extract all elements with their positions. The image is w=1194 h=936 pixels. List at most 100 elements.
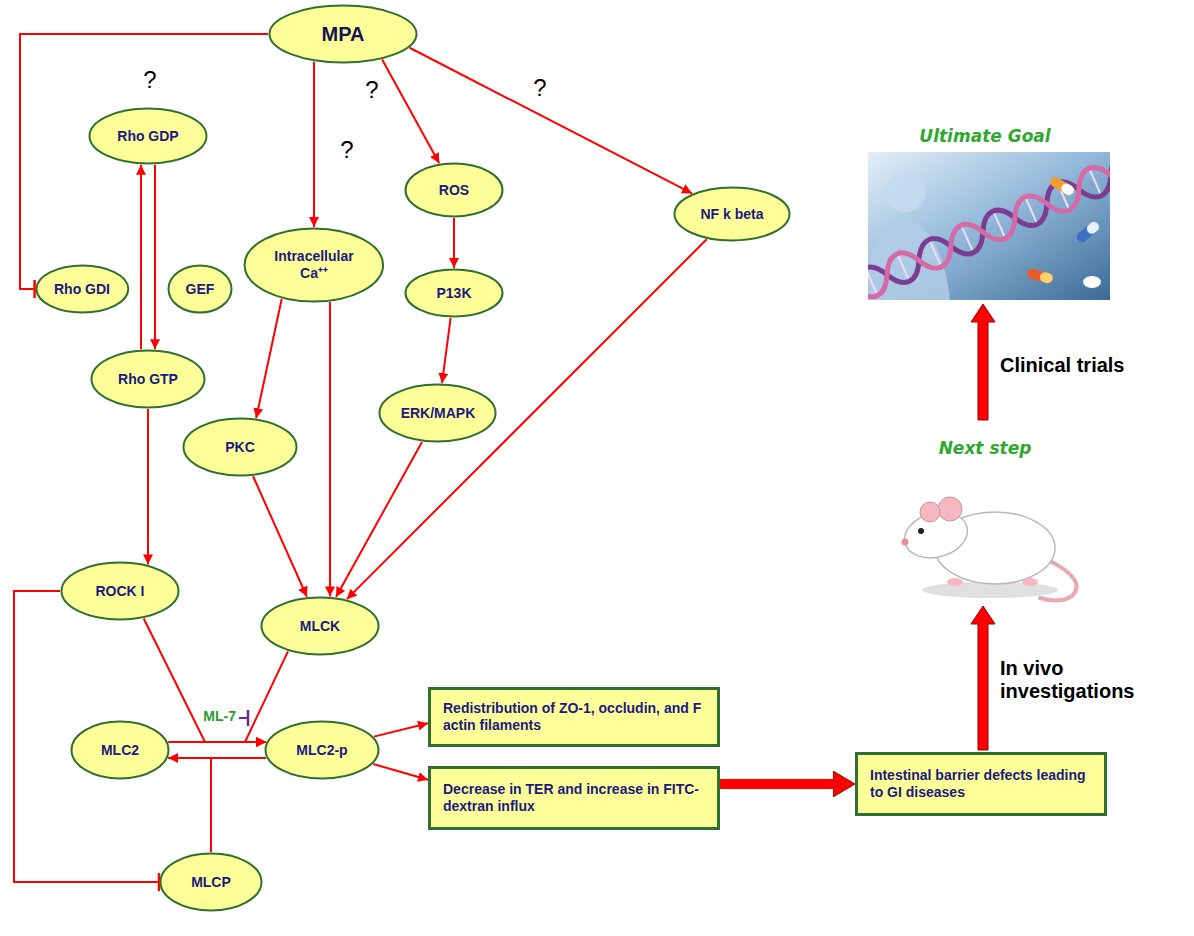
activation-arrow: [373, 764, 428, 780]
question-mark: ?: [365, 76, 378, 104]
activation-arrow: [154, 165, 156, 349]
stage-heading: Next step: [939, 438, 1032, 458]
pathway-ellipse: NF k beta: [673, 186, 791, 242]
node-text-holder: ERK/MAPK: [401, 405, 476, 422]
node-label: ROS: [439, 182, 469, 199]
person-body: [868, 220, 950, 300]
activation-arrow: [313, 62, 315, 227]
dna-picture: [868, 152, 1110, 300]
node-label: MLC2-p: [296, 742, 347, 759]
stage-heading: Ultimate Goal: [919, 126, 1050, 146]
ellipse-shape: [169, 266, 232, 313]
node-text-holder: MLC2: [101, 742, 139, 759]
activation-arrow: [256, 299, 282, 418]
node-text-holder: GEF: [186, 281, 215, 298]
ellipse-shape: [266, 722, 379, 779]
ellipse-shape: [72, 722, 169, 779]
mouse-foot: [1022, 578, 1038, 586]
node-text-holder: Intestinal barrier defects leading to GI…: [870, 767, 1092, 801]
pathway-ellipse: Intracellular Ca⁺⁺: [243, 227, 385, 303]
node-label: MPA: [322, 22, 365, 46]
step-label: Clinical trials: [1000, 354, 1125, 377]
pathway-ellipse: Rho GDI: [35, 264, 130, 314]
ellipse-shape: [184, 419, 297, 476]
ellipse-shape: [262, 598, 379, 655]
pill: [1026, 268, 1054, 284]
activation-arrow: [336, 442, 422, 597]
pathway-ellipse: MLCK: [260, 596, 380, 656]
inhibitor-label: ML-7: [203, 708, 236, 724]
activation-arrow: [144, 619, 266, 742]
node-text-holder: MLCP: [191, 874, 231, 891]
helix-strand: [868, 152, 1110, 300]
block-arrow: [971, 304, 995, 420]
node-text-holder: P13K: [436, 285, 471, 302]
pathway-ellipse: Rho GTP: [90, 349, 206, 409]
node-label: GEF: [186, 281, 215, 298]
ellipse-shape: [406, 164, 503, 217]
node-label: ERK/MAPK: [401, 405, 476, 422]
node-label: MLC2: [101, 742, 139, 759]
mouse-eye: [918, 528, 924, 534]
activation-arrow: [168, 741, 266, 743]
dna-helix: [868, 152, 1110, 300]
ellipse-shape: [245, 229, 384, 302]
outcome-box: Redistribution of ZO-1, occludin, and F …: [428, 687, 720, 747]
node-label: Redistribution of ZO-1, occludin, and F …: [443, 700, 705, 734]
block-arrow: [971, 606, 995, 750]
pill: [1048, 175, 1076, 197]
inhibitor-bar: [247, 710, 250, 726]
activation-arrow: [147, 409, 149, 564]
node-label: ROCK I: [96, 583, 145, 600]
activation-arrow: [245, 651, 288, 742]
node-text-holder: Redistribution of ZO-1, occludin, and F …: [443, 700, 705, 734]
person-head: [885, 172, 925, 212]
node-text-holder: MLC2-p: [296, 742, 347, 759]
block-arrow: [720, 779, 837, 789]
activation-arrow: [382, 60, 439, 164]
ellipse-shape: [406, 270, 503, 317]
pathway-ellipse: MLC2-p: [264, 720, 380, 780]
node-text-holder: Decrease in TER and increase in FITC-dex…: [443, 781, 705, 815]
node-label: Rho GDI: [54, 281, 110, 298]
node-text-holder: ROCK I: [96, 583, 145, 600]
node-label: Intracellular Ca⁺⁺: [268, 248, 360, 282]
activation-arrow: [442, 318, 451, 383]
ellipse-shape: [270, 6, 417, 63]
pathway-ellipse: PKC: [182, 417, 298, 477]
activation-arrow: [140, 165, 142, 349]
pathway-ellipse: ROS: [404, 162, 504, 218]
helix-rungs: [868, 156, 1110, 294]
pathway-ellipse: ERK/MAPK: [378, 383, 497, 443]
node-label: PKC: [225, 439, 255, 456]
node-label: NF k beta: [700, 206, 763, 223]
ellipse-shape: [380, 385, 496, 442]
question-mark: ?: [143, 66, 156, 94]
activation-arrow: [253, 476, 307, 596]
question-mark: ?: [533, 74, 546, 102]
mouse-nose: [902, 539, 909, 546]
inhibition-line: [20, 34, 268, 289]
activation-arrow: [329, 302, 331, 596]
ellipse-shape: [161, 854, 262, 911]
node-text-holder: Rho GTP: [118, 371, 178, 388]
helix-strand: [868, 152, 1110, 300]
node-text-holder: MPA: [322, 22, 365, 46]
outcome-box: Decrease in TER and increase in FITC-dex…: [428, 766, 720, 830]
mouse-picture: [899, 497, 1076, 601]
node-text-holder: Rho GDP: [117, 128, 178, 145]
activation-arrow: [168, 758, 211, 852]
ellipse-shape: [92, 351, 205, 408]
ellipse-shape: [36, 266, 128, 313]
node-text-holder: Rho GDI: [54, 281, 110, 298]
node-label: Intestinal barrier defects leading to GI…: [870, 767, 1092, 801]
node-label: P13K: [436, 285, 471, 302]
node-label: MLCP: [191, 874, 231, 891]
mouse-ear: [938, 497, 962, 521]
question-mark: ?: [340, 136, 353, 164]
node-label: Decrease in TER and increase in FITC-dex…: [443, 781, 705, 815]
pill: [1083, 276, 1101, 288]
pathway-ellipse: MLCP: [159, 852, 263, 912]
node-label: Rho GTP: [118, 371, 178, 388]
pathway-ellipse: P13K: [404, 268, 504, 318]
